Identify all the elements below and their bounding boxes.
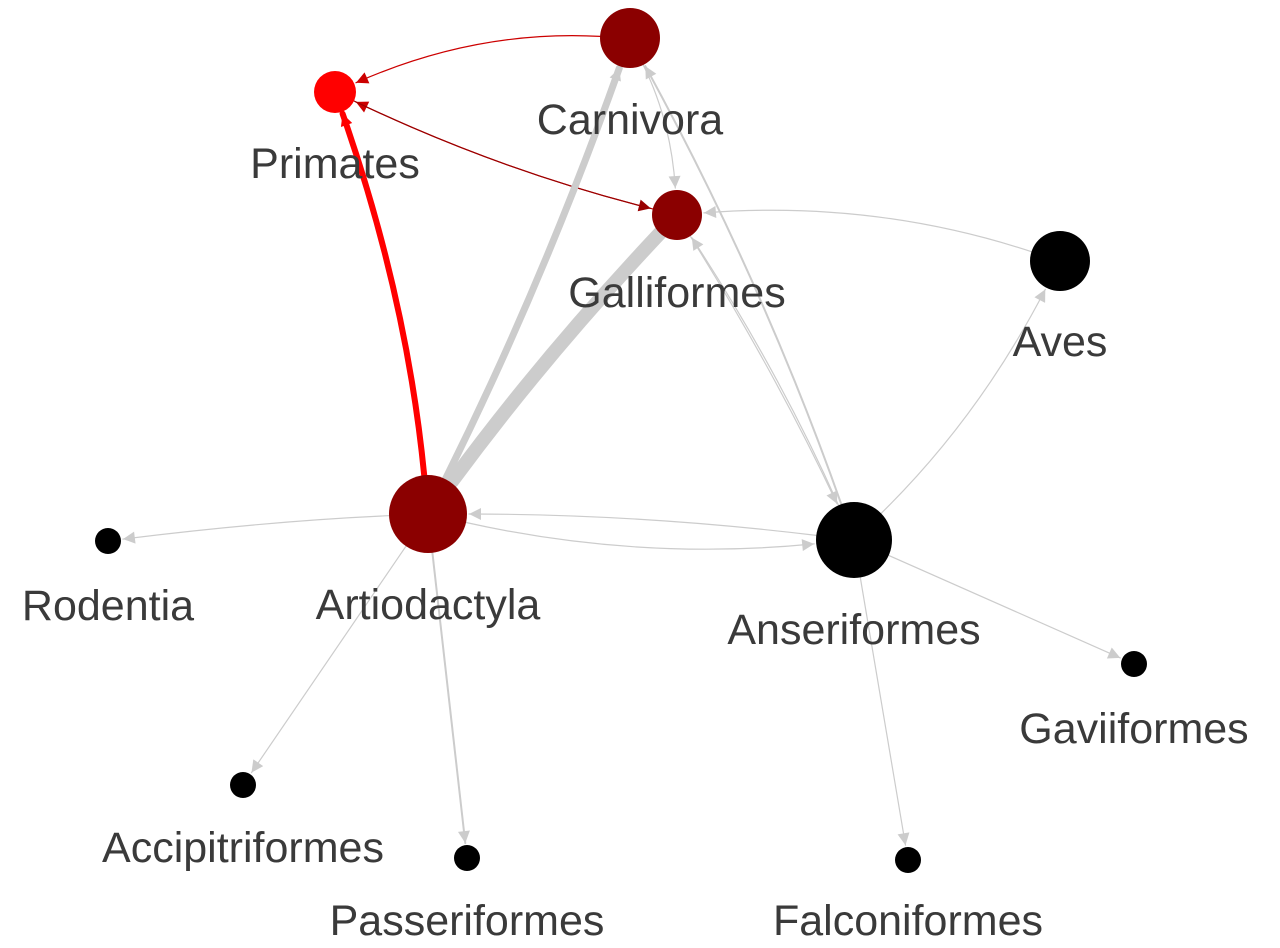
edge-artiodactyla-to-accipitriformes [250,545,407,774]
edge-artiodactyla-to-passeriformes [431,551,470,845]
labels-layer: Primates CarnivoraGalliformesAvesArtiodac… [22,96,1249,945]
node-accipitriformes[interactable] [230,772,256,798]
node-primates[interactable] [314,71,356,113]
edge-anseriformes-to-aves [880,288,1046,514]
node-label-galliformes: Galliformes [568,269,785,317]
edge-anseriformes-to-galliformes [691,237,840,506]
nodes-layer [95,8,1147,873]
node-label-primates: Primates [250,140,420,188]
node-aves[interactable] [1030,231,1090,291]
edge-aves-to-galliformes [703,205,1033,253]
edge-artiodactyla-to-anseriformes [465,521,815,552]
edge-primates-to-galliformes [353,100,652,212]
node-passeriformes[interactable] [454,845,480,871]
edge-galliformes-to-anseriformes [689,235,838,505]
node-label-aves: Aves [1013,318,1108,366]
node-label-passeriformes: Passeriformes [330,897,605,945]
edges-layer [122,35,1121,846]
edge-anseriformes-to-artiodactyla [468,508,817,536]
edge-anseriformes-to-carnivora [644,65,843,506]
node-label-artiodactyla: Artiodactyla [316,581,541,629]
node-label-gaviiformes: Gaviiformes [1019,705,1248,753]
node-carnivora[interactable] [600,8,660,68]
edge-artiodactyla-to-primates [339,110,428,479]
edge-carnivora-to-primates [355,35,601,84]
node-gaviiformes[interactable] [1121,651,1147,677]
node-label-anseriformes: Anseriformes [727,606,980,654]
edge-artiodactyla-to-carnivora [441,64,623,483]
edge-anseriformes-to-falconiformes [859,576,910,846]
node-anseriformes[interactable] [816,502,892,578]
node-galliformes[interactable] [652,190,702,240]
node-rodentia[interactable] [95,528,121,554]
node-label-falconiformes: Falconiformes [773,897,1043,945]
node-label-rodentia: Rodentia [22,582,194,630]
node-artiodactyla[interactable] [389,475,467,553]
edge-artiodactyla-to-rodentia [122,515,390,544]
node-falconiformes[interactable] [895,847,921,873]
node-label-accipitriformes: Accipitriformes [102,824,384,872]
edge-anseriformes-to-gaviiformes [888,554,1121,659]
edge-artiodactyla-to-galliformes [449,232,660,484]
node-label-carnivora: Carnivora [537,96,723,144]
